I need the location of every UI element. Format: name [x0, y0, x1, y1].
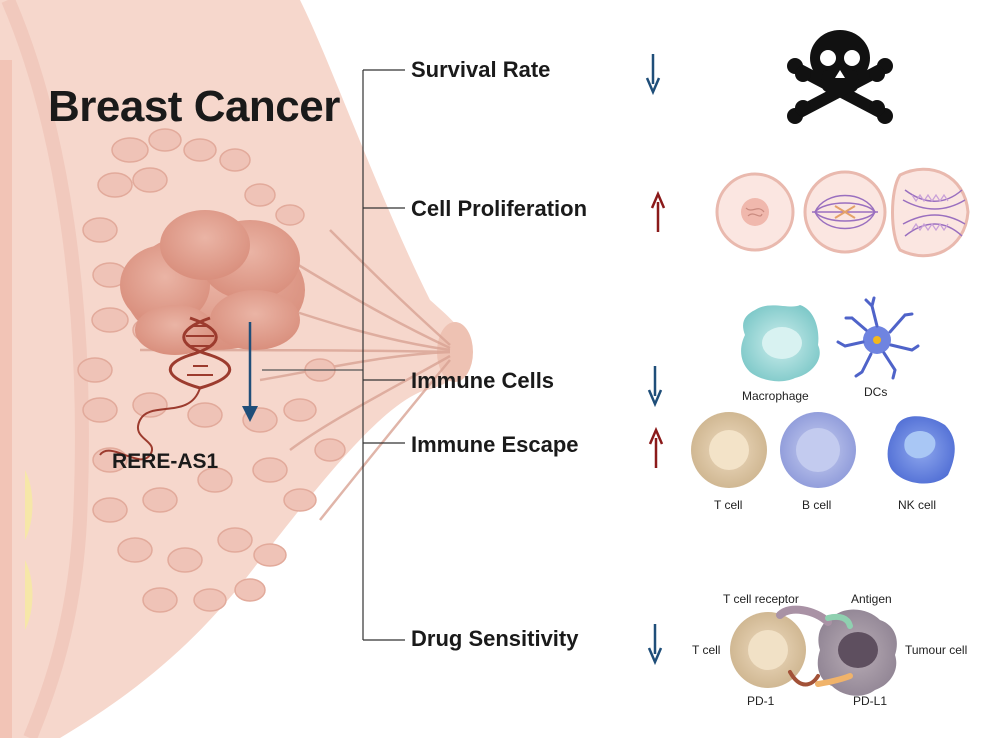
tumor-mass	[120, 210, 305, 355]
mitosis-cells-icon	[715, 167, 970, 258]
rere-as1-down-arrow	[242, 322, 258, 422]
branch-label-immune-escape: Immune Escape	[411, 432, 579, 457]
antigen-label: Antigen	[851, 592, 892, 606]
macrophage-label: Macrophage	[742, 389, 809, 403]
cell-proliferation-up-arrow	[650, 190, 666, 232]
tumour-cell-label: Tumour cell	[905, 643, 968, 657]
b-cell-label: B cell	[802, 498, 832, 512]
survival-rate-down-arrow	[645, 54, 661, 96]
branch-label-drug-sensitivity: Drug Sensitivity	[411, 626, 579, 651]
pdl1-shape	[815, 673, 853, 687]
t-cell-icon	[691, 412, 767, 488]
dcs-label: DCs	[864, 385, 888, 399]
skull-crossbones-icon	[787, 30, 893, 124]
pdl1-label: PD-L1	[853, 694, 888, 708]
dendritic-cell-icon	[836, 296, 920, 380]
nk-cell-icon	[887, 416, 955, 484]
rna-helix-icon	[99, 316, 232, 461]
macrophage-cell-icon	[741, 305, 820, 382]
branch-label-immune-cells: Immune Cells	[411, 368, 555, 393]
immune-escape-up-arrow	[648, 426, 664, 468]
pd1-label: PD-1	[747, 694, 775, 708]
t-cell-receptor-shape	[776, 605, 832, 626]
branch-bracket	[362, 69, 405, 641]
immune-cells-down-arrow	[647, 366, 663, 408]
checkpoint-t-cell-label: T cell	[692, 643, 721, 657]
t-cell-label: T cell	[714, 498, 743, 512]
branch-label-survival-rate: Survival Rate	[411, 57, 551, 82]
drug-sensitivity-down-arrow	[647, 624, 663, 666]
branch-label-cell-proliferation: Cell Proliferation	[411, 196, 588, 221]
nk-cell-label: NK cell	[898, 498, 937, 512]
t-cell-receptor-label: T cell receptor	[723, 592, 799, 606]
b-cell-icon	[780, 412, 856, 488]
gene-label: RERE-AS1	[112, 450, 219, 473]
checkpoint-illustration	[730, 605, 897, 696]
nipple	[437, 322, 473, 382]
page-title: Breast Cancer	[48, 82, 340, 131]
antigen-shape	[825, 613, 853, 629]
pd1-shape	[788, 670, 820, 687]
